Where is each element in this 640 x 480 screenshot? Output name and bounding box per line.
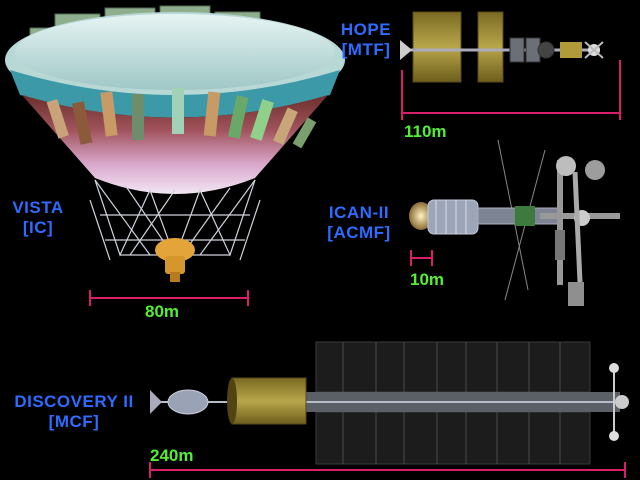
vista-name: VISTA (12, 198, 64, 217)
vista-type: [IC] (22, 218, 54, 237)
ican-spacecraft (409, 139, 620, 306)
ican-name: ICAN-II (328, 203, 390, 222)
hope-name: HOPE (340, 20, 392, 39)
hope-label: HOPE [MTF] (330, 20, 402, 60)
discovery-scale-label: 240m (150, 446, 194, 465)
ican-scale-bar (410, 250, 433, 266)
discovery-name: DISCOVERY II (14, 392, 134, 411)
vista-tank-ring (46, 88, 317, 149)
vista-scale-label: 80m (145, 302, 180, 321)
hope-scale-label: 110m (404, 122, 447, 141)
ican-scale-label: 10m (410, 270, 445, 289)
hope-spacecraft (400, 11, 604, 83)
vista-label: VISTA [IC] (2, 198, 74, 238)
vista-scale-bar (89, 290, 249, 306)
discovery-spacecraft (150, 341, 629, 465)
vista-spacecraft (5, 5, 345, 282)
hope-type: [MTF] (341, 40, 391, 59)
discovery-label: DISCOVERY II [MCF] (4, 392, 144, 432)
ican-label: ICAN-II [ACMF] (318, 203, 400, 243)
ican-type: [ACMF] (327, 223, 391, 242)
hope-scale-bar (401, 60, 621, 120)
discovery-scale-bar (149, 462, 626, 478)
discovery-radiator-panels (315, 341, 591, 465)
discovery-type: [MCF] (48, 412, 100, 431)
